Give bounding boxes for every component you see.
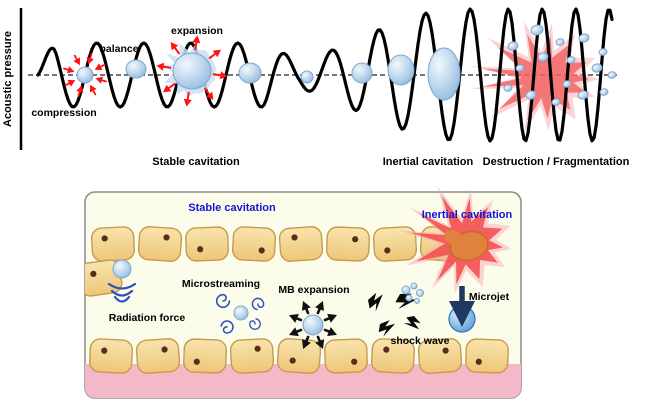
bubble-fragment <box>507 41 519 51</box>
force-arc <box>110 289 134 297</box>
bubble-fragment <box>578 33 590 43</box>
microjet-icon <box>448 286 476 333</box>
expansion-label: expansion <box>171 25 223 37</box>
bubble <box>410 282 418 290</box>
compression-label: compression <box>31 107 96 119</box>
bubble <box>401 285 411 295</box>
bubble-fragment <box>566 56 576 64</box>
cell <box>326 226 370 262</box>
cell <box>276 338 322 374</box>
cell <box>135 338 181 374</box>
cell <box>229 338 275 374</box>
bubble-fragment <box>551 98 561 106</box>
lightning-bolt <box>403 316 421 330</box>
swirl <box>251 297 265 311</box>
radiation-force-icon <box>107 259 137 303</box>
bubble <box>238 62 262 84</box>
bubble-fragment <box>577 90 589 100</box>
stable-cavitation-label: Stable cavitation <box>152 156 240 168</box>
cell <box>88 338 134 374</box>
cell <box>183 338 227 374</box>
destroyed-cell <box>444 229 462 245</box>
cell <box>137 226 183 262</box>
lightning-bolt <box>368 292 383 312</box>
bubble-fragments <box>503 24 617 106</box>
cell <box>278 226 324 262</box>
force-arc <box>113 295 131 303</box>
compression-bubble <box>76 66 94 84</box>
microstreaming-label: Microstreaming <box>182 278 260 290</box>
balance-bubble <box>125 59 147 79</box>
bubble-fragment <box>537 52 549 62</box>
acoustic-pressure-axis: Acoustic pressure <box>2 8 23 150</box>
cell <box>90 226 136 262</box>
bubble <box>405 294 413 302</box>
swirl <box>249 318 261 330</box>
bubble-fragment <box>525 90 537 100</box>
bubble <box>414 298 420 304</box>
shock-wave-icon <box>368 282 424 337</box>
microjet-arrow-head <box>449 301 475 327</box>
radiation-force-label: Radiation force <box>109 312 186 324</box>
force-arc <box>107 282 137 290</box>
compression-arrows <box>63 53 107 97</box>
bubble-fragment <box>598 48 608 56</box>
bubble <box>302 314 324 336</box>
cell <box>370 338 416 374</box>
inertial-burst-icon <box>399 186 512 294</box>
mb-expansion-label: MB expansion <box>278 284 349 296</box>
bubble-fragment <box>591 63 603 73</box>
cell <box>231 226 277 262</box>
bubble-fragment <box>555 38 565 46</box>
bubble-fragment <box>530 24 544 36</box>
inertial-cavitation-label: Inertial cavitation <box>383 156 474 168</box>
bubble-fragment <box>607 71 617 79</box>
burst-core <box>482 34 590 121</box>
cell <box>372 226 418 262</box>
bubble-fragment <box>503 84 513 92</box>
swirl <box>220 320 234 334</box>
lightning-bolt <box>395 293 417 310</box>
swirl <box>215 293 231 309</box>
bubble <box>427 47 461 101</box>
bubble <box>112 259 132 279</box>
bubble <box>233 305 249 321</box>
bubble-fragment <box>562 80 572 88</box>
bubble <box>387 54 415 86</box>
bubble-fragment <box>599 88 609 96</box>
stable-cavitation-title: Stable cavitation <box>188 202 276 214</box>
tissue-cells <box>85 226 509 374</box>
microstreaming-icon <box>215 293 265 334</box>
microjet-label: Microjet <box>469 291 510 303</box>
axis-label: Acoustic pressure <box>2 31 14 127</box>
cell <box>185 226 229 262</box>
expansion-bubble <box>172 52 212 90</box>
cell <box>465 338 509 374</box>
destruction-label: Destruction / Fragmentation <box>483 156 630 168</box>
bubble <box>300 70 314 84</box>
expansion-arrows <box>156 35 228 107</box>
bubble <box>416 289 424 297</box>
balance-label: balance <box>99 43 138 55</box>
cell <box>324 338 368 374</box>
shock-wave-label: shock wave <box>391 335 450 347</box>
mb-expansion-icon <box>289 301 337 349</box>
bubble-fragment <box>515 64 525 72</box>
bubble <box>351 62 373 84</box>
lightning-bolt <box>378 320 396 337</box>
cell <box>417 338 463 374</box>
microbubbles <box>76 43 461 101</box>
tissue-interior <box>85 226 521 398</box>
inertial-cavitation-title: Inertial cavitation <box>422 209 513 221</box>
